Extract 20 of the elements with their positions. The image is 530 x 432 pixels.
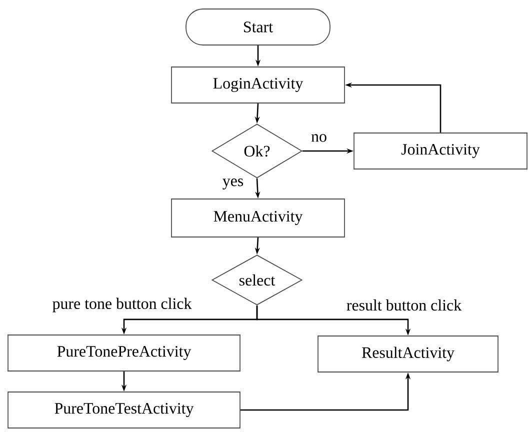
terminal-shape xyxy=(186,8,330,46)
node-text: Ok? xyxy=(244,145,270,157)
node-text: PureTonePreActivity xyxy=(57,346,192,360)
node-text: JoinActivity xyxy=(401,144,480,158)
node-text: select xyxy=(240,274,276,286)
edge-label: yes xyxy=(221,178,245,190)
edge-label: no xyxy=(310,133,328,143)
process-box xyxy=(171,198,345,238)
process-box xyxy=(8,392,240,428)
edge-label: result button click xyxy=(345,298,463,312)
node-text: Start xyxy=(244,22,273,32)
edge-label: pure tone button click xyxy=(51,296,193,314)
node-text: MenuActivity xyxy=(214,211,303,225)
node-text: LoginActivity xyxy=(213,78,304,92)
process-box xyxy=(8,334,240,372)
node-text: PureToneTestActivity xyxy=(54,403,194,417)
process-box xyxy=(354,132,528,170)
process-box xyxy=(171,66,345,104)
process-box xyxy=(318,336,498,372)
node-text: ResultActivity xyxy=(362,346,454,362)
